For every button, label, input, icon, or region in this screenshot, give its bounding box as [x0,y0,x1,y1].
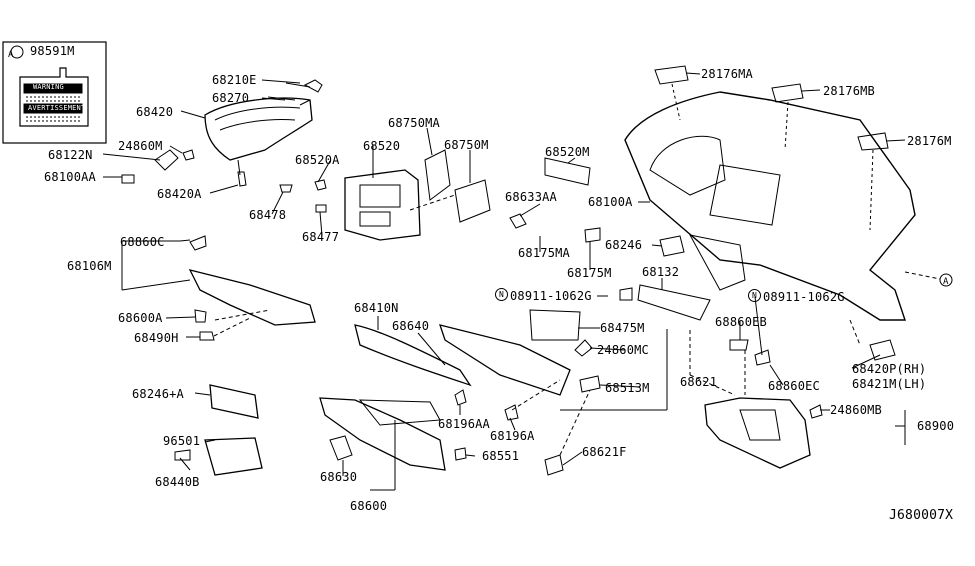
warning-label-box [2,41,107,144]
part-68621F: 68621F [582,445,627,459]
part-68100AA: 68100AA [44,170,96,184]
part-68175M: 68175M [567,266,612,280]
nut-symbol-a: N [495,287,508,301]
part-68420A: 68420A [157,187,202,201]
part-68421M: 68421M(LH) [852,377,927,391]
part-68246A: 68246+A [132,387,184,401]
lower-bracket-shape [188,235,316,341]
part-24860MC: 24860MC [597,343,649,357]
part-68196AA: 68196AA [438,417,490,431]
part-68520: 68520 [363,139,401,153]
part-68246: 68246 [605,238,643,252]
part-68122N: 68122N [48,148,93,162]
part-68490H: 68490H [134,331,179,345]
lower-left-parts-shape [174,384,263,476]
clip-shapes-left [121,149,327,213]
part-68633AA: 68633AA [505,190,557,204]
part-68900: 68900 [917,419,955,433]
part-68478: 68478 [249,208,287,222]
callout-a-right: A [943,277,949,287]
part-68420P: 68420P(RH) [852,362,927,376]
leader-lines [102,72,906,491]
part-68750M: 68750M [444,138,489,152]
part-68440B: 68440B [155,475,200,489]
part-68750MA: 68750MA [388,116,440,130]
part-68640: 68640 [392,319,430,333]
part-68600A: 68600A [118,311,163,325]
part-24860MB: 24860MB [830,403,882,417]
part-24860M: 24860M [118,139,163,153]
part-28176MA: 28176MA [701,67,753,81]
callout-a-circle-label: A [8,50,14,60]
part-68175MA: 68175MA [518,246,570,260]
part-68600: 68600 [350,499,388,513]
part-68860EB: 68860EB [715,315,767,329]
diagram-id: J680007X [889,508,954,523]
part-68860EC: 68860EC [768,379,820,393]
avertissement-text: AVERTISSEMENT [28,104,86,112]
center-panel-shape [344,149,491,241]
part-68513M: 68513M [605,381,650,395]
part-68132: 68132 [642,265,680,279]
part-28176M: 28176M [907,134,952,148]
part-68100A: 68100A [588,195,633,209]
part-98591M: 98591M [30,44,75,58]
part-96501: 96501 [163,434,201,448]
part-68210E: 68210E [212,73,257,87]
part-68520A: 68520A [295,153,340,167]
part-68410N: 68410N [354,301,399,315]
nut-symbol-b: N [748,288,761,302]
part-68196A: 68196A [490,429,535,443]
part-68630: 68630 [320,470,358,484]
part-68475M: 68475M [600,321,645,335]
part-08911-1062G-b: 08911-1062G [763,290,845,304]
part-28176MB: 28176MB [823,84,875,98]
part-68520M: 68520M [545,145,590,159]
console-shape [689,319,896,469]
part-68420: 68420 [136,105,174,119]
warning-text: WARNING [33,83,64,91]
dashboard-shape [509,65,953,321]
part-68860C: 68860C [120,235,165,249]
part-68621: 68621 [680,375,718,389]
part-68106M: 68106M [67,259,112,273]
part-68477: 68477 [302,230,340,244]
part-08911-1062G-a: 08911-1062G [510,289,592,303]
glove-box-shape [319,309,601,476]
part-68551: 68551 [482,449,520,463]
part-68270: 68270 [212,91,250,105]
